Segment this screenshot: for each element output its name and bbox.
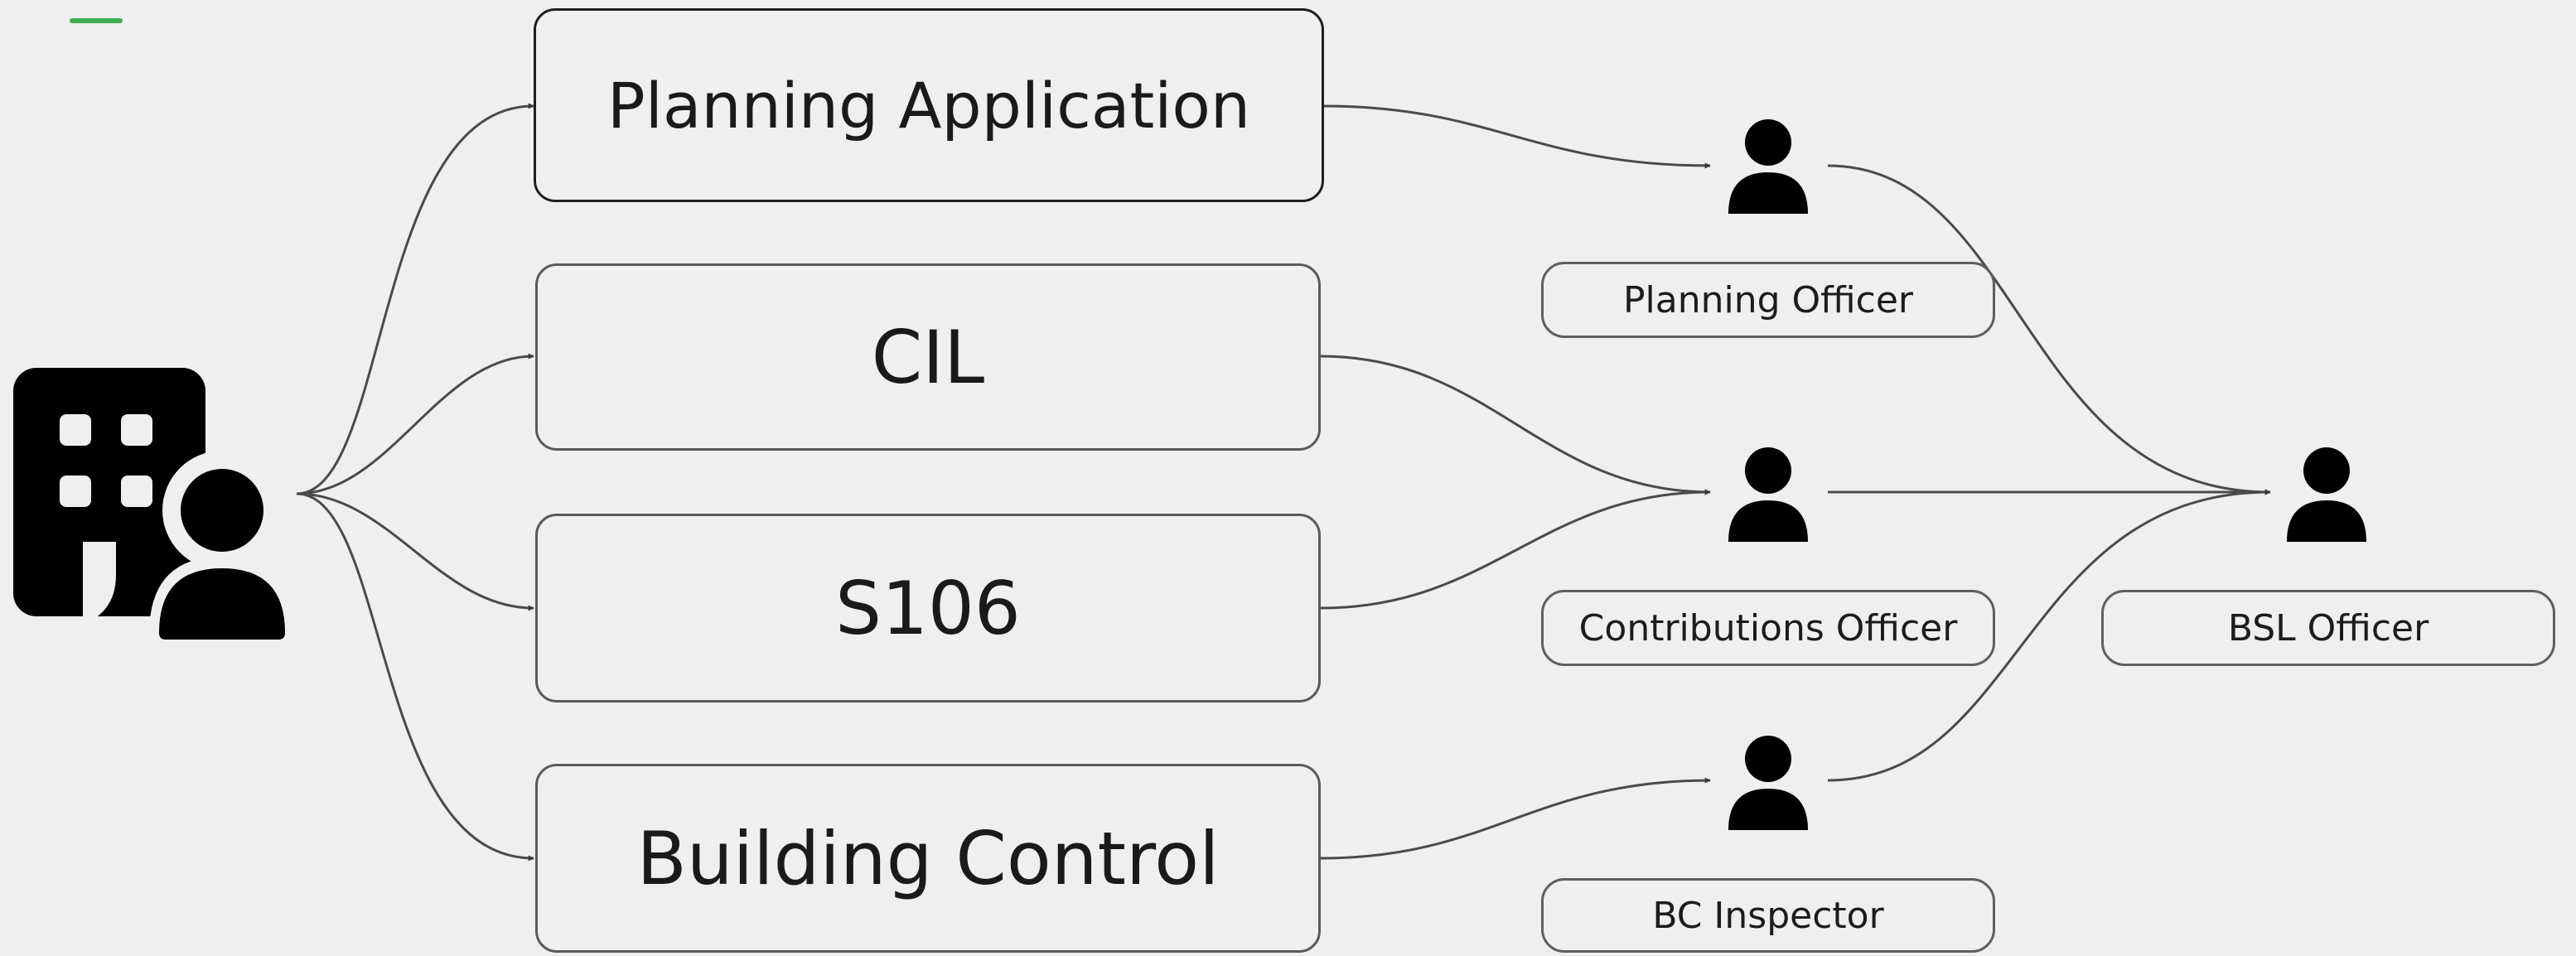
planning-officer-text: Planning Officer (1622, 278, 1914, 321)
accent-bar (70, 18, 123, 23)
edge-building-control-to-bc-inspector (1320, 777, 1711, 860)
contributions-officer-person-icon (1728, 447, 1808, 542)
edge-applicant-to-building-control (296, 492, 534, 862)
bc-inspector-text: BC Inspector (1652, 894, 1884, 937)
planning-application-label: Planning Application (607, 68, 1251, 142)
edge-bc-inspector-to-bsl-officer (1827, 489, 2271, 782)
s106-label: S106 (835, 565, 1021, 651)
cil-box[interactable]: CIL (535, 263, 1321, 451)
edge-cil-to-contributions-officer (1320, 355, 1711, 495)
contributions-officer-label[interactable]: Contributions Officer (1541, 590, 1995, 666)
bsl-officer-person-icon (2287, 447, 2366, 542)
bc-inspector-label[interactable]: BC Inspector (1541, 878, 1995, 953)
planning-officer-person-icon (1728, 119, 1808, 214)
building-control-box[interactable]: Building Control (535, 764, 1321, 953)
edge-planning-to-planning-officer (1323, 104, 1711, 169)
planning-application-box[interactable]: Planning Application (534, 8, 1324, 202)
edge-s106-to-contributions-officer (1320, 489, 1711, 610)
s106-box[interactable]: S106 (535, 514, 1321, 703)
edge-planning-officer-to-bsl-officer (1827, 164, 2271, 495)
building-with-person-icon (13, 368, 295, 643)
building-control-label: Building Control (636, 815, 1220, 901)
bsl-officer-text: BSL Officer (2227, 606, 2429, 649)
planning-officer-label[interactable]: Planning Officer (1541, 262, 1995, 338)
contributions-officer-text: Contributions Officer (1578, 606, 1958, 649)
bsl-officer-label[interactable]: BSL Officer (2101, 590, 2555, 666)
cil-label: CIL (871, 314, 985, 400)
bc-inspector-person-icon (1728, 736, 1808, 830)
edge-applicant-to-planning (296, 103, 534, 495)
edge-applicant-to-s106 (296, 492, 534, 611)
edge-applicant-to-cil (296, 353, 534, 495)
